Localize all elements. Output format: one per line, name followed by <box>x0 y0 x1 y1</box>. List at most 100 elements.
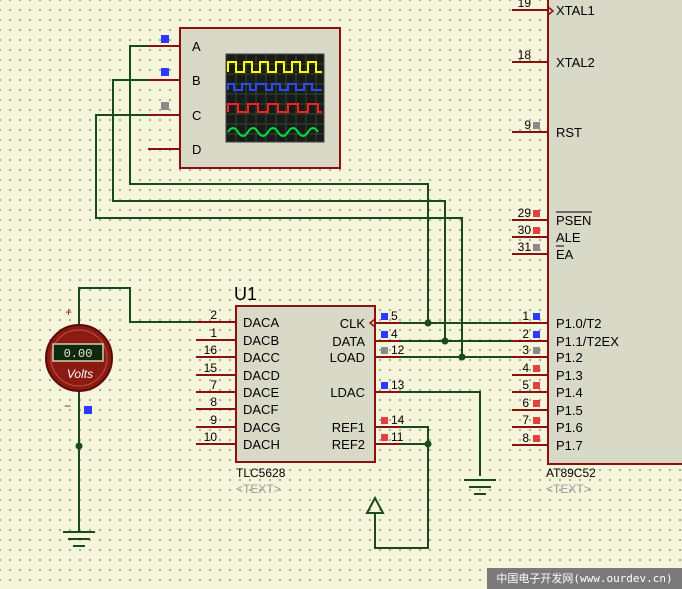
u1-pin-name: DATA <box>332 334 365 349</box>
wire-scope-b-data <box>112 79 446 341</box>
pin-state-indicator <box>381 313 388 320</box>
mcu-pin-name: P1.6 <box>556 420 583 435</box>
wire-daca-voltmeter <box>78 287 196 326</box>
scope-trace-c <box>227 103 322 113</box>
junction-dot <box>458 353 466 361</box>
voltmeter-minus-sign: − <box>64 399 71 413</box>
u1-pin-number: 16 <box>204 343 218 357</box>
u1-pin-name: DACA <box>243 315 279 330</box>
mcu-pin-name: P1.4 <box>556 385 583 400</box>
wire-ldac-ground <box>400 391 481 476</box>
pin-state-indicator <box>533 313 540 320</box>
oscilloscope[interactable]: A B C D <box>148 27 341 169</box>
mcu-pin-number: 29 <box>518 206 532 220</box>
u1-pin-name: DACG <box>243 420 281 435</box>
junction-dot <box>424 319 432 327</box>
mcu-pin-number: 2 <box>522 327 529 341</box>
u1-pin-name: CLK <box>340 316 366 331</box>
mcu-pin-name: RST <box>556 125 582 140</box>
pin-state-indicator <box>533 417 540 424</box>
voltmeter-reading: 0.00 <box>64 347 93 361</box>
wires <box>78 45 512 549</box>
u1-pin-name: DACD <box>243 368 280 383</box>
scope-trace-b <box>227 83 322 91</box>
pin-state-indicator <box>381 417 388 424</box>
u1-pin-name: DACF <box>243 402 278 417</box>
scope-screen <box>225 53 325 143</box>
u1-pin-number: 5 <box>391 309 398 323</box>
xtal1-clock-marker <box>547 6 555 16</box>
wire-scope-c-load <box>95 114 463 357</box>
u1-pin-name: DACB <box>243 333 279 348</box>
pin-state-indicator <box>533 210 540 217</box>
mcu-pin-number: 1 <box>522 309 529 323</box>
pin-state-indicator <box>381 347 388 354</box>
pin-state-indicator <box>533 122 540 129</box>
probe-indicator-c <box>161 102 169 110</box>
mcu-pin-name: P1.2 <box>556 350 583 365</box>
mcu-pin-name: EA <box>556 247 574 262</box>
u1-pin-name: REF1 <box>332 420 365 435</box>
mcu-pin-number: 18 <box>518 48 532 62</box>
mcu-pin-name: P1.0/T2 <box>556 316 602 331</box>
u1-reference: U1 <box>234 284 257 304</box>
pin-state-indicator <box>533 347 540 354</box>
voltmeter-unit: Volts <box>67 367 93 381</box>
scope-channel-label: C <box>192 108 201 123</box>
clk-edge-marker <box>368 318 376 328</box>
u1-pin-number: 7 <box>210 378 217 392</box>
mcu-pin-name: PSEN <box>556 213 591 228</box>
pin-state-indicator <box>533 435 540 442</box>
u1-pin-number: 11 <box>391 430 404 444</box>
u1-pin-number: 15 <box>204 361 218 375</box>
probe-indicator-b <box>161 68 169 76</box>
u1-part-name: TLC5628 <box>236 466 286 480</box>
pin-state-indicator <box>381 331 388 338</box>
mcu-pin-number: 3 <box>522 343 529 357</box>
pin-state-indicator <box>381 382 388 389</box>
voltmeter-display <box>52 343 104 362</box>
mcu-pin-number: 6 <box>522 396 529 410</box>
scope-trace-a <box>227 61 322 73</box>
mcu-pin-name: P1.1/T2EX <box>556 334 619 349</box>
pin-state-indicator <box>533 382 540 389</box>
scope-trace-d <box>227 127 319 137</box>
u1-pin-number: 10 <box>204 430 218 444</box>
voltmeter[interactable]: 0.00 Volts + − <box>45 305 113 414</box>
wire-ref1 <box>374 426 429 549</box>
mcu-pin-name: XTAL2 <box>556 55 595 70</box>
mcu-text-placeholder: <TEXT> <box>546 482 591 496</box>
ground-voltmeter <box>63 531 95 547</box>
mcu-pin-name: XTAL1 <box>556 3 595 18</box>
wire-scope-a-clock <box>129 45 429 323</box>
u1-pin-number: 8 <box>210 395 217 409</box>
u1-pin-name: DACC <box>243 350 280 365</box>
u1-pin-number: 4 <box>391 327 398 341</box>
pin-state-indicator <box>533 331 540 338</box>
mcu-pin-number: 30 <box>518 223 532 237</box>
pin-state-indicator <box>533 227 540 234</box>
u1-text-placeholder: <TEXT> <box>236 482 281 496</box>
u1-pin-number: 12 <box>391 343 405 357</box>
mcu-pin-name: P1.3 <box>556 368 583 383</box>
scope-channel-label: B <box>192 73 201 88</box>
u1-pin-name: REF2 <box>332 437 365 452</box>
mcu-pin-name: ALE <box>556 230 581 245</box>
probe-indicator-a <box>161 35 169 43</box>
u1-pin-number: 14 <box>391 413 405 427</box>
mcu-part-name: AT89C52 <box>546 466 596 480</box>
u1-pin-number: 9 <box>210 413 217 427</box>
mcu-pin-number: 7 <box>522 413 529 427</box>
mcu-pin-name: P1.5 <box>556 403 583 418</box>
mcu-pin-number: 19 <box>518 0 532 10</box>
mcu-pin-number: 9 <box>524 118 531 132</box>
u1-pin-name: DACH <box>243 437 280 452</box>
mcu-pin-name: P1.7 <box>556 438 583 453</box>
